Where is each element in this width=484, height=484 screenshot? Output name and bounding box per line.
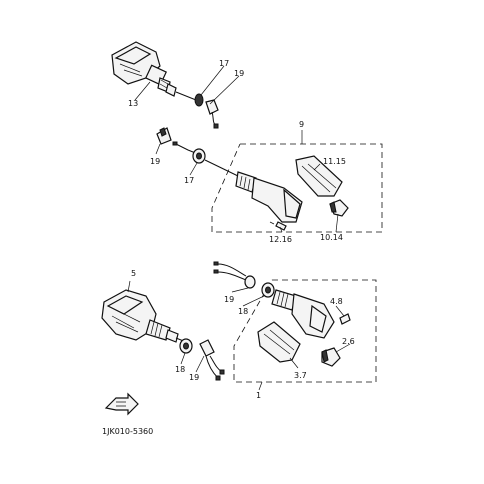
label-17-mid: 17 bbox=[184, 176, 194, 185]
callout-labels: 13 17 19 9 19 17 11.15 12.16 10.14 5 19 … bbox=[128, 59, 355, 400]
front-direction-arrow-icon bbox=[104, 392, 139, 416]
label-5: 5 bbox=[131, 269, 136, 278]
flasher-assembly-13 bbox=[111, 41, 219, 129]
dashed-group-box-9 bbox=[211, 143, 383, 233]
label-19-top: 19 bbox=[234, 69, 244, 78]
flasher-assembly-5 bbox=[101, 289, 225, 381]
label-19-mid: 19 bbox=[150, 157, 160, 166]
label-19-left: 19 bbox=[189, 373, 199, 382]
label-17-top: 17 bbox=[219, 59, 229, 68]
label-13: 13 bbox=[128, 99, 138, 108]
label-9: 9 bbox=[299, 120, 304, 129]
label-18-left: 18 bbox=[175, 365, 185, 374]
label-1: 1 bbox=[256, 391, 261, 400]
label-11-15: 11.15 bbox=[323, 157, 346, 166]
label-18-lower: 18 bbox=[238, 307, 248, 316]
label-3-7: 3.7 bbox=[294, 371, 307, 380]
label-12-16: 12.16 bbox=[269, 235, 292, 244]
label-4-8: 4.8 bbox=[330, 297, 343, 306]
label-10-14: 10.14 bbox=[320, 233, 343, 242]
label-2-6: 2.6 bbox=[342, 337, 355, 346]
diagram-code: 1JK010-5360 bbox=[102, 427, 153, 436]
leader-lines bbox=[127, 65, 351, 391]
flasher-assembly-1 bbox=[213, 261, 351, 367]
flasher-assembly-9 bbox=[156, 127, 349, 231]
label-19-lower: 19 bbox=[224, 295, 234, 304]
